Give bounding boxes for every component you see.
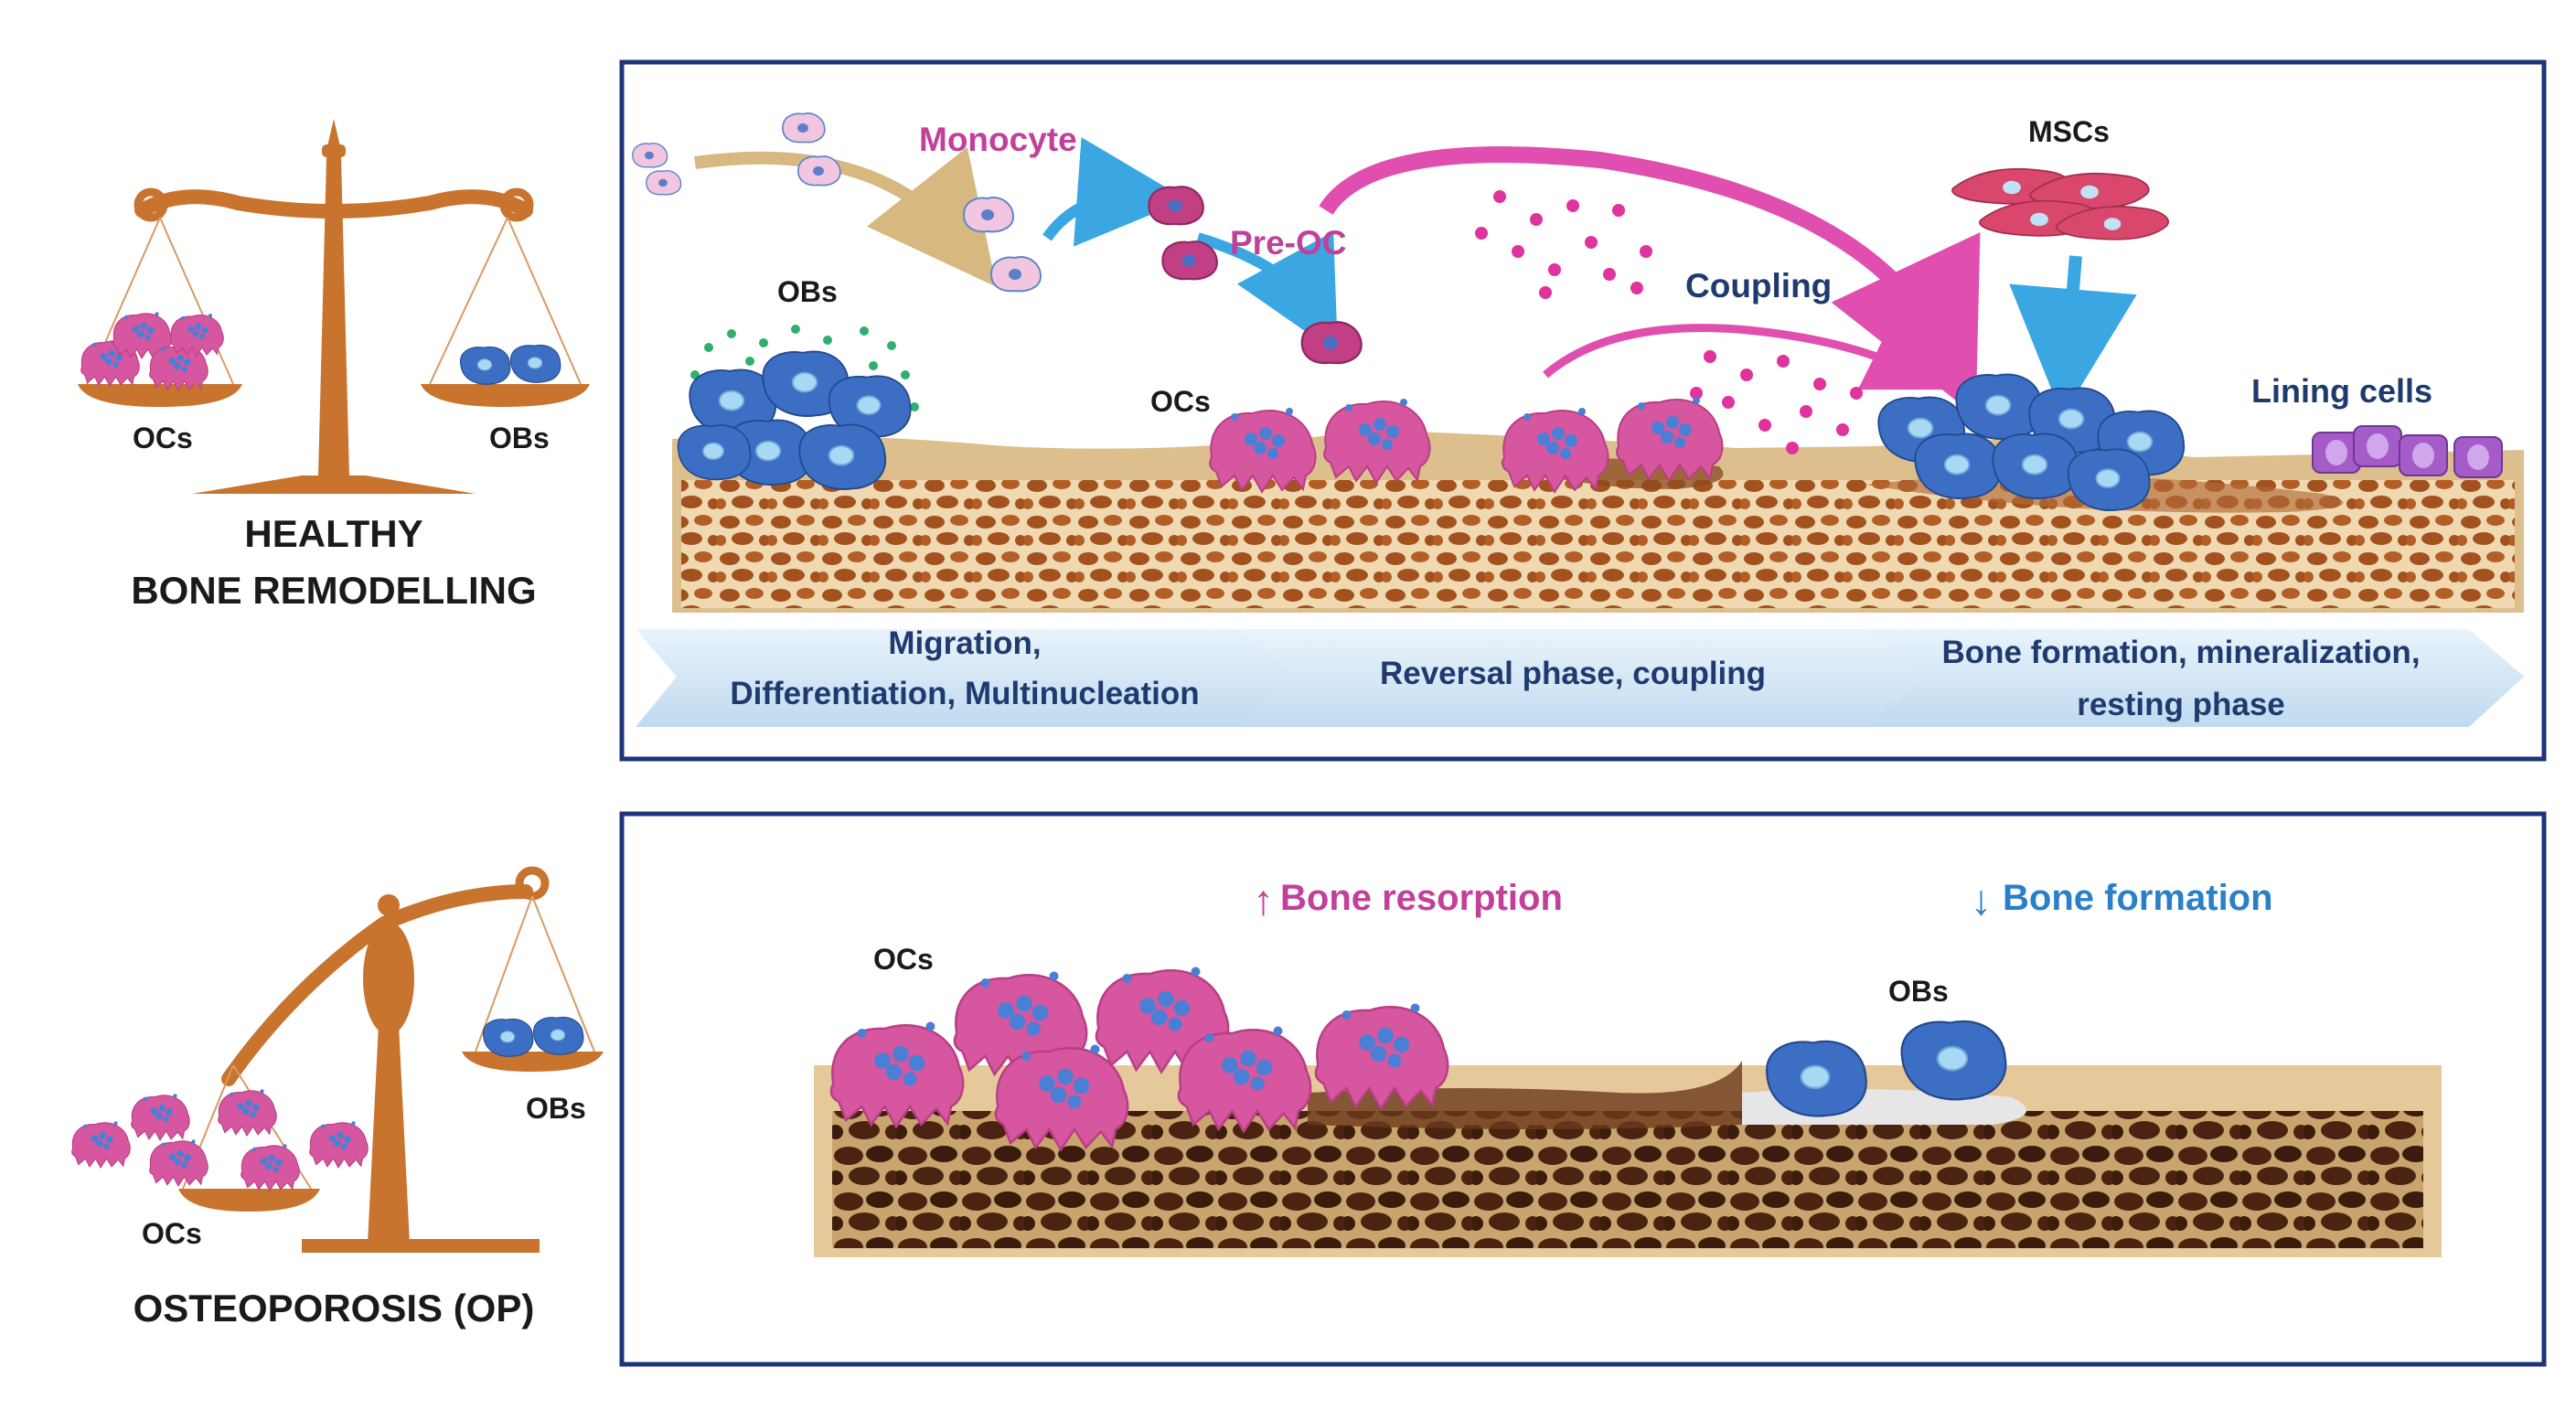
monocyte-label: Monocyte xyxy=(919,121,1077,158)
phase1-line2: Differentiation, Multinucleation xyxy=(730,676,1199,711)
coupling-short-arrow xyxy=(1543,315,1951,390)
healthy-balance-scale xyxy=(78,119,590,494)
osteoblast-secretion-dots xyxy=(690,325,919,411)
coupling-signal-dots xyxy=(1475,190,1863,454)
phase3-line1: Bone formation, mineralization, xyxy=(1941,635,2420,670)
op-title: OSTEOPOROSIS (OP) xyxy=(134,1287,535,1330)
preoc-to-oc-arrow xyxy=(1196,231,1339,355)
healthy-title-line2: BONE REMODELLING xyxy=(131,569,536,612)
healthy-ocs-label: OCs xyxy=(133,422,193,454)
healthy-obs-label: OBs xyxy=(489,422,550,454)
differentiation-arrow xyxy=(1042,137,1187,247)
op-panel-obs-label: OBs xyxy=(1888,975,1949,1008)
mscs-label: MSCs xyxy=(2028,115,2110,148)
phase1-line1: Migration, xyxy=(888,625,1041,661)
healthy-title-line1: HEALTHY xyxy=(244,512,422,555)
resorption-label: Bone resorption xyxy=(1280,878,1563,918)
osteoporotic-bone-strip xyxy=(814,1061,2442,1257)
phase-band xyxy=(636,629,2524,727)
osteoporosis-balance-scale xyxy=(71,866,604,1253)
ocs-label-top: OCs xyxy=(1150,385,1211,418)
msc-recruit-arrow xyxy=(2009,255,2137,417)
op-obs-label: OBs xyxy=(526,1092,586,1125)
op-panel-ocs-label: OCs xyxy=(873,943,934,976)
formation-label: Bone formation xyxy=(2003,878,2273,918)
pre-oc-label: Pre-OC xyxy=(1230,224,1346,262)
coupling-long-arrow xyxy=(1319,146,1981,417)
resorption-arrow: ↑ xyxy=(1253,876,1274,924)
phase3-line2: resting phase xyxy=(2077,687,2285,722)
lining-cells-label: Lining cells xyxy=(2251,372,2432,410)
phase2-line1: Reversal phase, coupling xyxy=(1380,656,1766,691)
monocyte-migration-arrow xyxy=(694,146,997,287)
obs-label-top: OBs xyxy=(777,275,838,308)
op-ocs-label: OCs xyxy=(142,1217,202,1250)
coupling-label: Coupling xyxy=(1685,267,1832,304)
formation-arrow: ↓ xyxy=(1971,876,1992,924)
